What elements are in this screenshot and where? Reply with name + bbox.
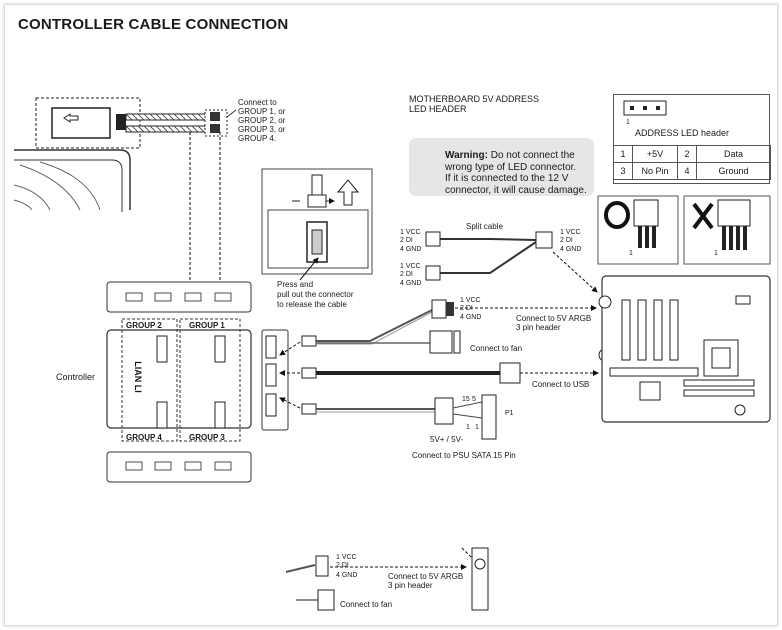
- address-pin-table: 1 +5V 2 Data 3 No Pin 4 Ground: [613, 145, 771, 180]
- split-left-a-pin-4: 4 GND: [400, 246, 422, 253]
- group-4-label: GROUP 4: [126, 433, 162, 442]
- brand-logo-text: LIAN LI: [132, 361, 143, 393]
- pin-cell: No Pin: [632, 162, 678, 180]
- warning-line-3: If it is connected to the 12 V: [445, 173, 569, 184]
- fan-connect-line-2: GROUP 1, or: [238, 107, 286, 116]
- argb-pin-4: 4 GND: [460, 314, 482, 321]
- wrong-connector-illustration: [683, 195, 771, 265]
- sata-voltage-label: 5V+ / 5V-: [430, 435, 464, 444]
- bottom-connect-fan: Connect to fan: [340, 600, 393, 609]
- warning-box: Warning: Do not connect the wrong type o…: [409, 138, 594, 196]
- pin-cell: 3: [613, 162, 633, 180]
- diagram-title: CONTROLLER CABLE CONNECTION: [18, 16, 289, 33]
- connect-usb-label: Connect to USB: [532, 380, 590, 389]
- controller-hub: [106, 281, 289, 483]
- bad-pin-one: 1: [714, 250, 718, 257]
- motherboard-illustration: [598, 275, 771, 423]
- sata-pin-1a: 1: [466, 424, 470, 431]
- pin-cell: +5V: [632, 145, 678, 163]
- bottom-pin-2: 2 DI: [336, 562, 349, 569]
- bottom-pin-1: 1 VCC: [336, 554, 357, 561]
- split-right-pin-2: 2 DI: [560, 237, 573, 244]
- fan-connect-line-1: Connect to: [238, 98, 277, 107]
- correct-connector-illustration: [597, 195, 679, 265]
- split-cable: [425, 231, 598, 293]
- diagram-frame: [4, 4, 778, 626]
- connect-fan-label: Connect to fan: [470, 344, 523, 353]
- split-left-b-pin-1: 1 VCC: [400, 263, 421, 270]
- argb-pin-1: 1 VCC: [460, 297, 481, 304]
- release-note-line-2: pull out the connector: [277, 290, 354, 299]
- argb-pin-2: 2 DI: [460, 305, 473, 312]
- sata-pin-1b: 1: [475, 424, 479, 431]
- warning-line-4: connector, it will cause damage.: [445, 184, 587, 196]
- pin-cell: 1: [613, 145, 633, 163]
- argb-connect-line-1: Connect to 5V ARGB: [516, 314, 592, 323]
- controller-label: Controller: [56, 372, 96, 382]
- release-note-line-1: Press and: [277, 280, 314, 289]
- sata-p1-label: P1: [505, 410, 514, 417]
- split-left-b-pin-4: 4 GND: [400, 280, 422, 287]
- release-note-line-3: to release the cable: [277, 300, 347, 309]
- warning-title: Warning:: [445, 150, 488, 161]
- address-header-label: ADDRESS LED header: [635, 128, 730, 138]
- sata-pin-5: 5: [472, 396, 476, 403]
- fan-connect-line-5: GROUP 4.: [238, 134, 277, 143]
- warning-line-1: Do not connect the: [490, 150, 575, 161]
- ok-pin-one: 1: [629, 250, 633, 257]
- split-right-pin-1: 1 VCC: [560, 229, 581, 236]
- address-pin-one: 1: [626, 119, 630, 126]
- pin-cell: Data: [696, 145, 771, 163]
- split-left-a-pin-1: 1 VCC: [400, 229, 421, 236]
- address-header-box: [613, 94, 770, 184]
- warning-line-2: wrong type of LED connector.: [445, 161, 577, 173]
- connector-release-illustration: [261, 168, 373, 281]
- bottom-argb-line-2: 3 pin header: [388, 581, 433, 590]
- bottom-argb-line-1: Connect to 5V ARGB: [388, 572, 464, 581]
- motherboard-header-line-1: MOTHERBOARD 5V ADDRESS: [409, 94, 540, 104]
- group-3-label: GROUP 3: [189, 433, 225, 442]
- split-left-b-pin-2: 2 DI: [400, 271, 413, 278]
- group-1-label: GROUP 1: [189, 321, 225, 330]
- pin-cell: 2: [677, 145, 697, 163]
- braided-cable: [125, 109, 237, 137]
- group-2-label: GROUP 2: [126, 321, 162, 330]
- pin-cell: 4: [677, 162, 697, 180]
- bottom-pin-4: 4 GND: [336, 572, 358, 579]
- argb-connect-line-2: 3 pin header: [516, 323, 561, 332]
- split-right-pin-4: 4 GND: [560, 246, 582, 253]
- motherboard-header-line-2: LED HEADER: [409, 104, 467, 114]
- fan-connect-line-4: GROUP 3, or: [238, 125, 286, 134]
- split-left-a-pin-2: 2 DI: [400, 237, 413, 244]
- split-cable-label: Split cable: [466, 222, 503, 231]
- fan-connect-line-3: GROUP 2, or: [238, 116, 286, 125]
- pin-cell: Ground: [696, 162, 771, 180]
- fan-illustration: [13, 97, 141, 212]
- connect-psu-label: Connect to PSU SATA 15 Pin: [412, 451, 516, 460]
- sata-pin-15: 15: [462, 396, 470, 403]
- bottom-detail-illustration: [285, 547, 489, 611]
